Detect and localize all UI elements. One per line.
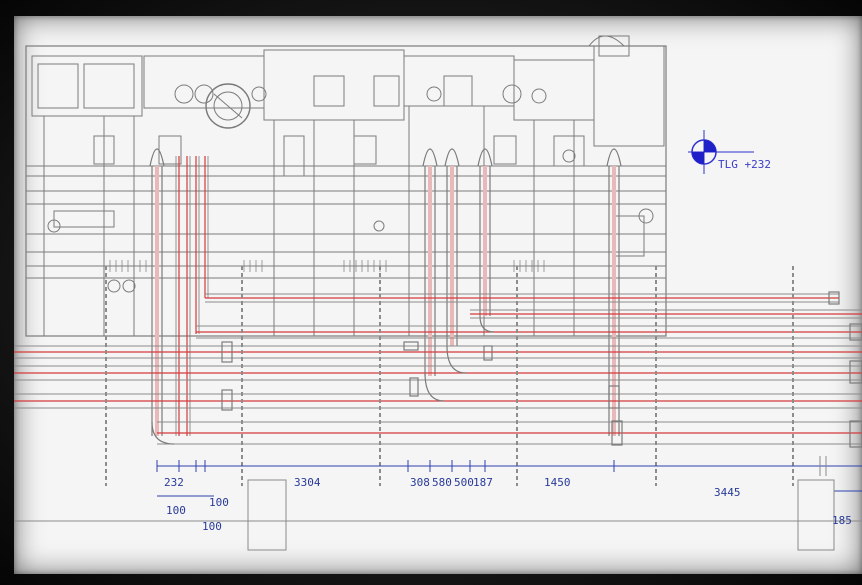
dim-label-232: 232 — [164, 476, 184, 489]
dim-label-185: 185 — [832, 514, 852, 527]
dimension-lines — [156, 460, 862, 497]
support-columns — [105, 266, 794, 486]
dim-label-1450: 1450 — [544, 476, 571, 489]
dim-label-500: 500 — [454, 476, 474, 489]
dim-label-100-c: 100 — [202, 520, 222, 533]
piping-elevation-drawing: 232 3304 308 580 500 187 1450 3445 100 1… — [14, 35, 862, 551]
dim-label-580: 580 — [432, 476, 452, 489]
dim-label-3445: 3445 — [714, 486, 741, 499]
dim-label-100-a: 100 — [166, 504, 186, 517]
dim-label-187: 187 — [473, 476, 493, 489]
cad-drawing-sheet: 232 3304 308 580 500 187 1450 3445 100 1… — [14, 16, 862, 574]
elevation-label: TLG +232 — [718, 158, 771, 171]
equipment-linework — [25, 35, 667, 337]
dim-label-3304: 3304 — [294, 476, 321, 489]
vertical-pipes — [149, 148, 622, 436]
elevation-marker: TLG +232 — [688, 130, 771, 174]
horizontal-pipes — [14, 291, 862, 448]
foundation — [14, 456, 862, 551]
dimension-labels: 232 3304 308 580 500 187 1450 3445 100 1… — [164, 476, 852, 533]
dim-label-308: 308 — [410, 476, 430, 489]
dim-label-100-b: 100 — [209, 496, 229, 509]
